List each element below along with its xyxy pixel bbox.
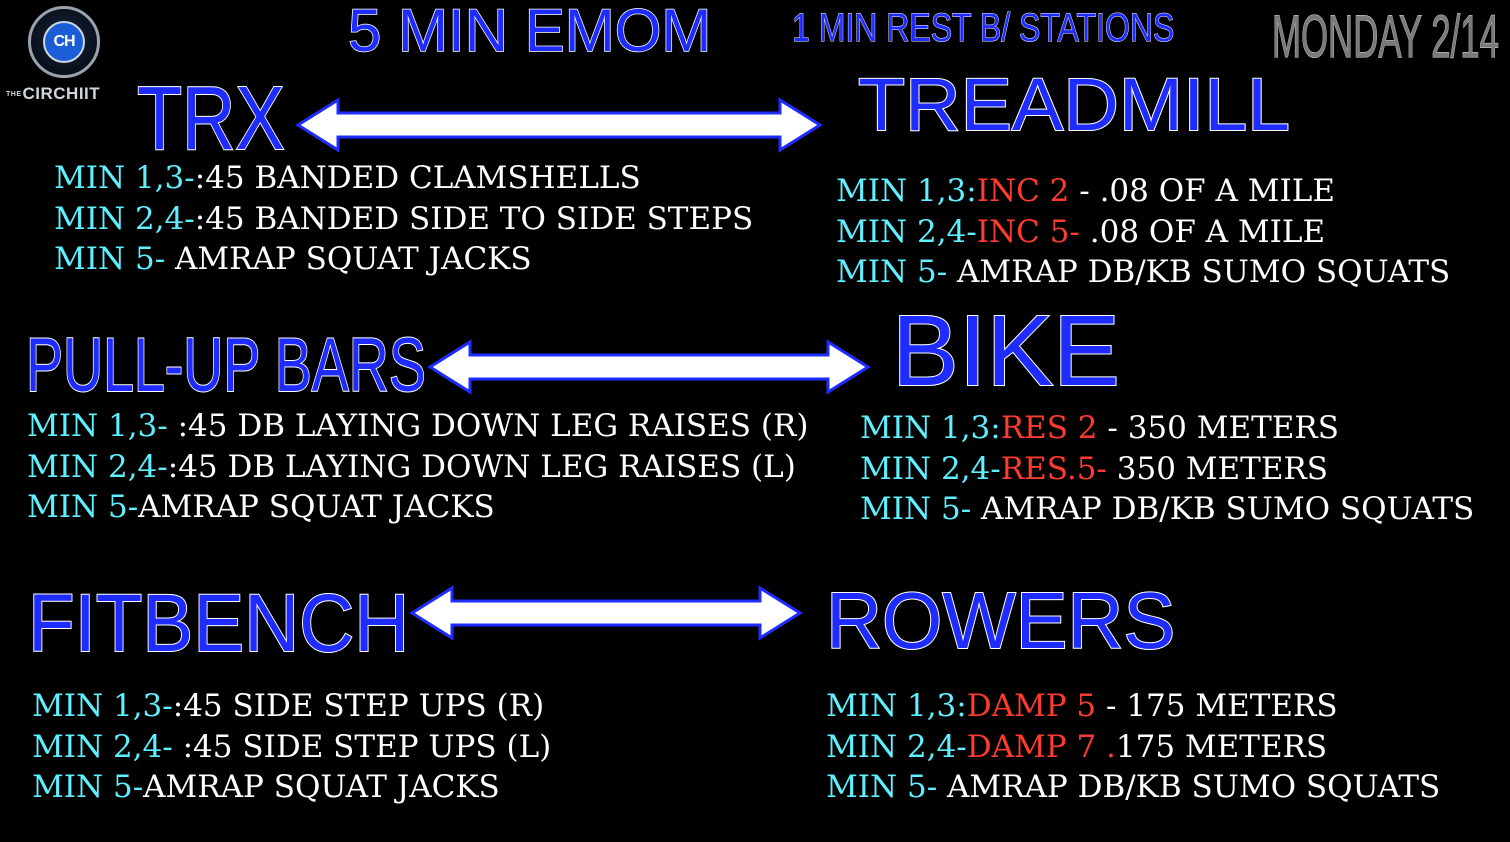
- station-list-treadmill: MIN 1,3:INC 2 - .08 OF A MILE MIN 2,4-IN…: [836, 171, 1450, 293]
- list-item: MIN 2,4-:45 BANDED SIDE TO SIDE STEPS: [54, 200, 754, 237]
- station-title-fitbench: FITBENCH: [27, 577, 410, 670]
- double-arrow-icon: [409, 585, 803, 641]
- date-label: MONDAY 2/14: [1272, 3, 1500, 71]
- list-item: MIN 1,3:DAMP 5 - 175 METERS: [826, 688, 1338, 724]
- station-title-rowers: ROWERS: [825, 575, 1176, 666]
- list-item: MIN 1,3- :45 DB LAYING DOWN LEG RAISES (…: [27, 408, 809, 444]
- logo-wordmark: THECIRCHIIT: [6, 84, 100, 104]
- list-item: MIN 1,3-:45 BANDED CLAMSHELLS: [54, 160, 641, 196]
- station-list-trx: MIN 1,3-:45 BANDED CLAMSHELLS MIN 2,4-:4…: [54, 158, 753, 280]
- rest-note: 1 MIN REST B/ STATIONS: [792, 6, 1175, 51]
- station-title-trx: TRX: [136, 68, 285, 170]
- list-item: MIN 5- AMRAP SQUAT JACKS: [54, 241, 532, 277]
- logo-name: CIRCHIIT: [22, 84, 101, 103]
- list-item: MIN 5-AMRAP SQUAT JACKS: [27, 489, 495, 525]
- station-title-bike: BIKE: [891, 294, 1121, 408]
- logo-badge-text: CH: [53, 33, 75, 50]
- station-title-pull-up-bars: PULL-UP BARS: [25, 322, 426, 409]
- list-item: MIN 2,4-DAMP 7 .175 METERS: [826, 728, 1328, 765]
- logo-prefix: THE: [6, 91, 22, 99]
- list-item: MIN 5- AMRAP DB/KB SUMO SQUATS: [836, 254, 1451, 290]
- double-arrow-icon: [295, 97, 823, 153]
- double-arrow-icon: [427, 339, 871, 395]
- station-title-treadmill: TREADMILL: [857, 62, 1291, 147]
- list-item: MIN 2,4-:45 DB LAYING DOWN LEG RAISES (L…: [27, 448, 796, 485]
- list-item: MIN 1,3:RES 2 - 350 METERS: [860, 410, 1339, 446]
- logo-emblem: CH: [43, 21, 85, 63]
- list-item: MIN 2,4- :45 SIDE STEP UPS (L): [32, 728, 552, 765]
- station-list-rowers: MIN 1,3:DAMP 5 - 175 METERS MIN 2,4-DAMP…: [826, 686, 1440, 808]
- station-list-bike: MIN 1,3:RES 2 - 350 METERS MIN 2,4-RES.5…: [860, 408, 1474, 530]
- list-item: MIN 5- AMRAP DB/KB SUMO SQUATS: [826, 769, 1441, 805]
- list-item: MIN 1,3:INC 2 - .08 OF A MILE: [836, 173, 1335, 209]
- station-list-pull-up-bars: MIN 1,3- :45 DB LAYING DOWN LEG RAISES (…: [27, 406, 808, 528]
- list-item: MIN 5-AMRAP SQUAT JACKS: [32, 769, 500, 805]
- list-item: MIN 1,3-:45 SIDE STEP UPS (R): [32, 688, 545, 724]
- list-item: MIN 2,4-INC 5- .08 OF A MILE: [836, 213, 1326, 250]
- logo-badge: CH: [28, 6, 100, 78]
- list-item: MIN 5- AMRAP DB/KB SUMO SQUATS: [860, 491, 1475, 527]
- page-title: 5 MIN EMOM: [347, 0, 712, 65]
- list-item: MIN 2,4-RES.5- 350 METERS: [860, 450, 1329, 487]
- station-list-fitbench: MIN 1,3-:45 SIDE STEP UPS (R) MIN 2,4- :…: [32, 686, 551, 808]
